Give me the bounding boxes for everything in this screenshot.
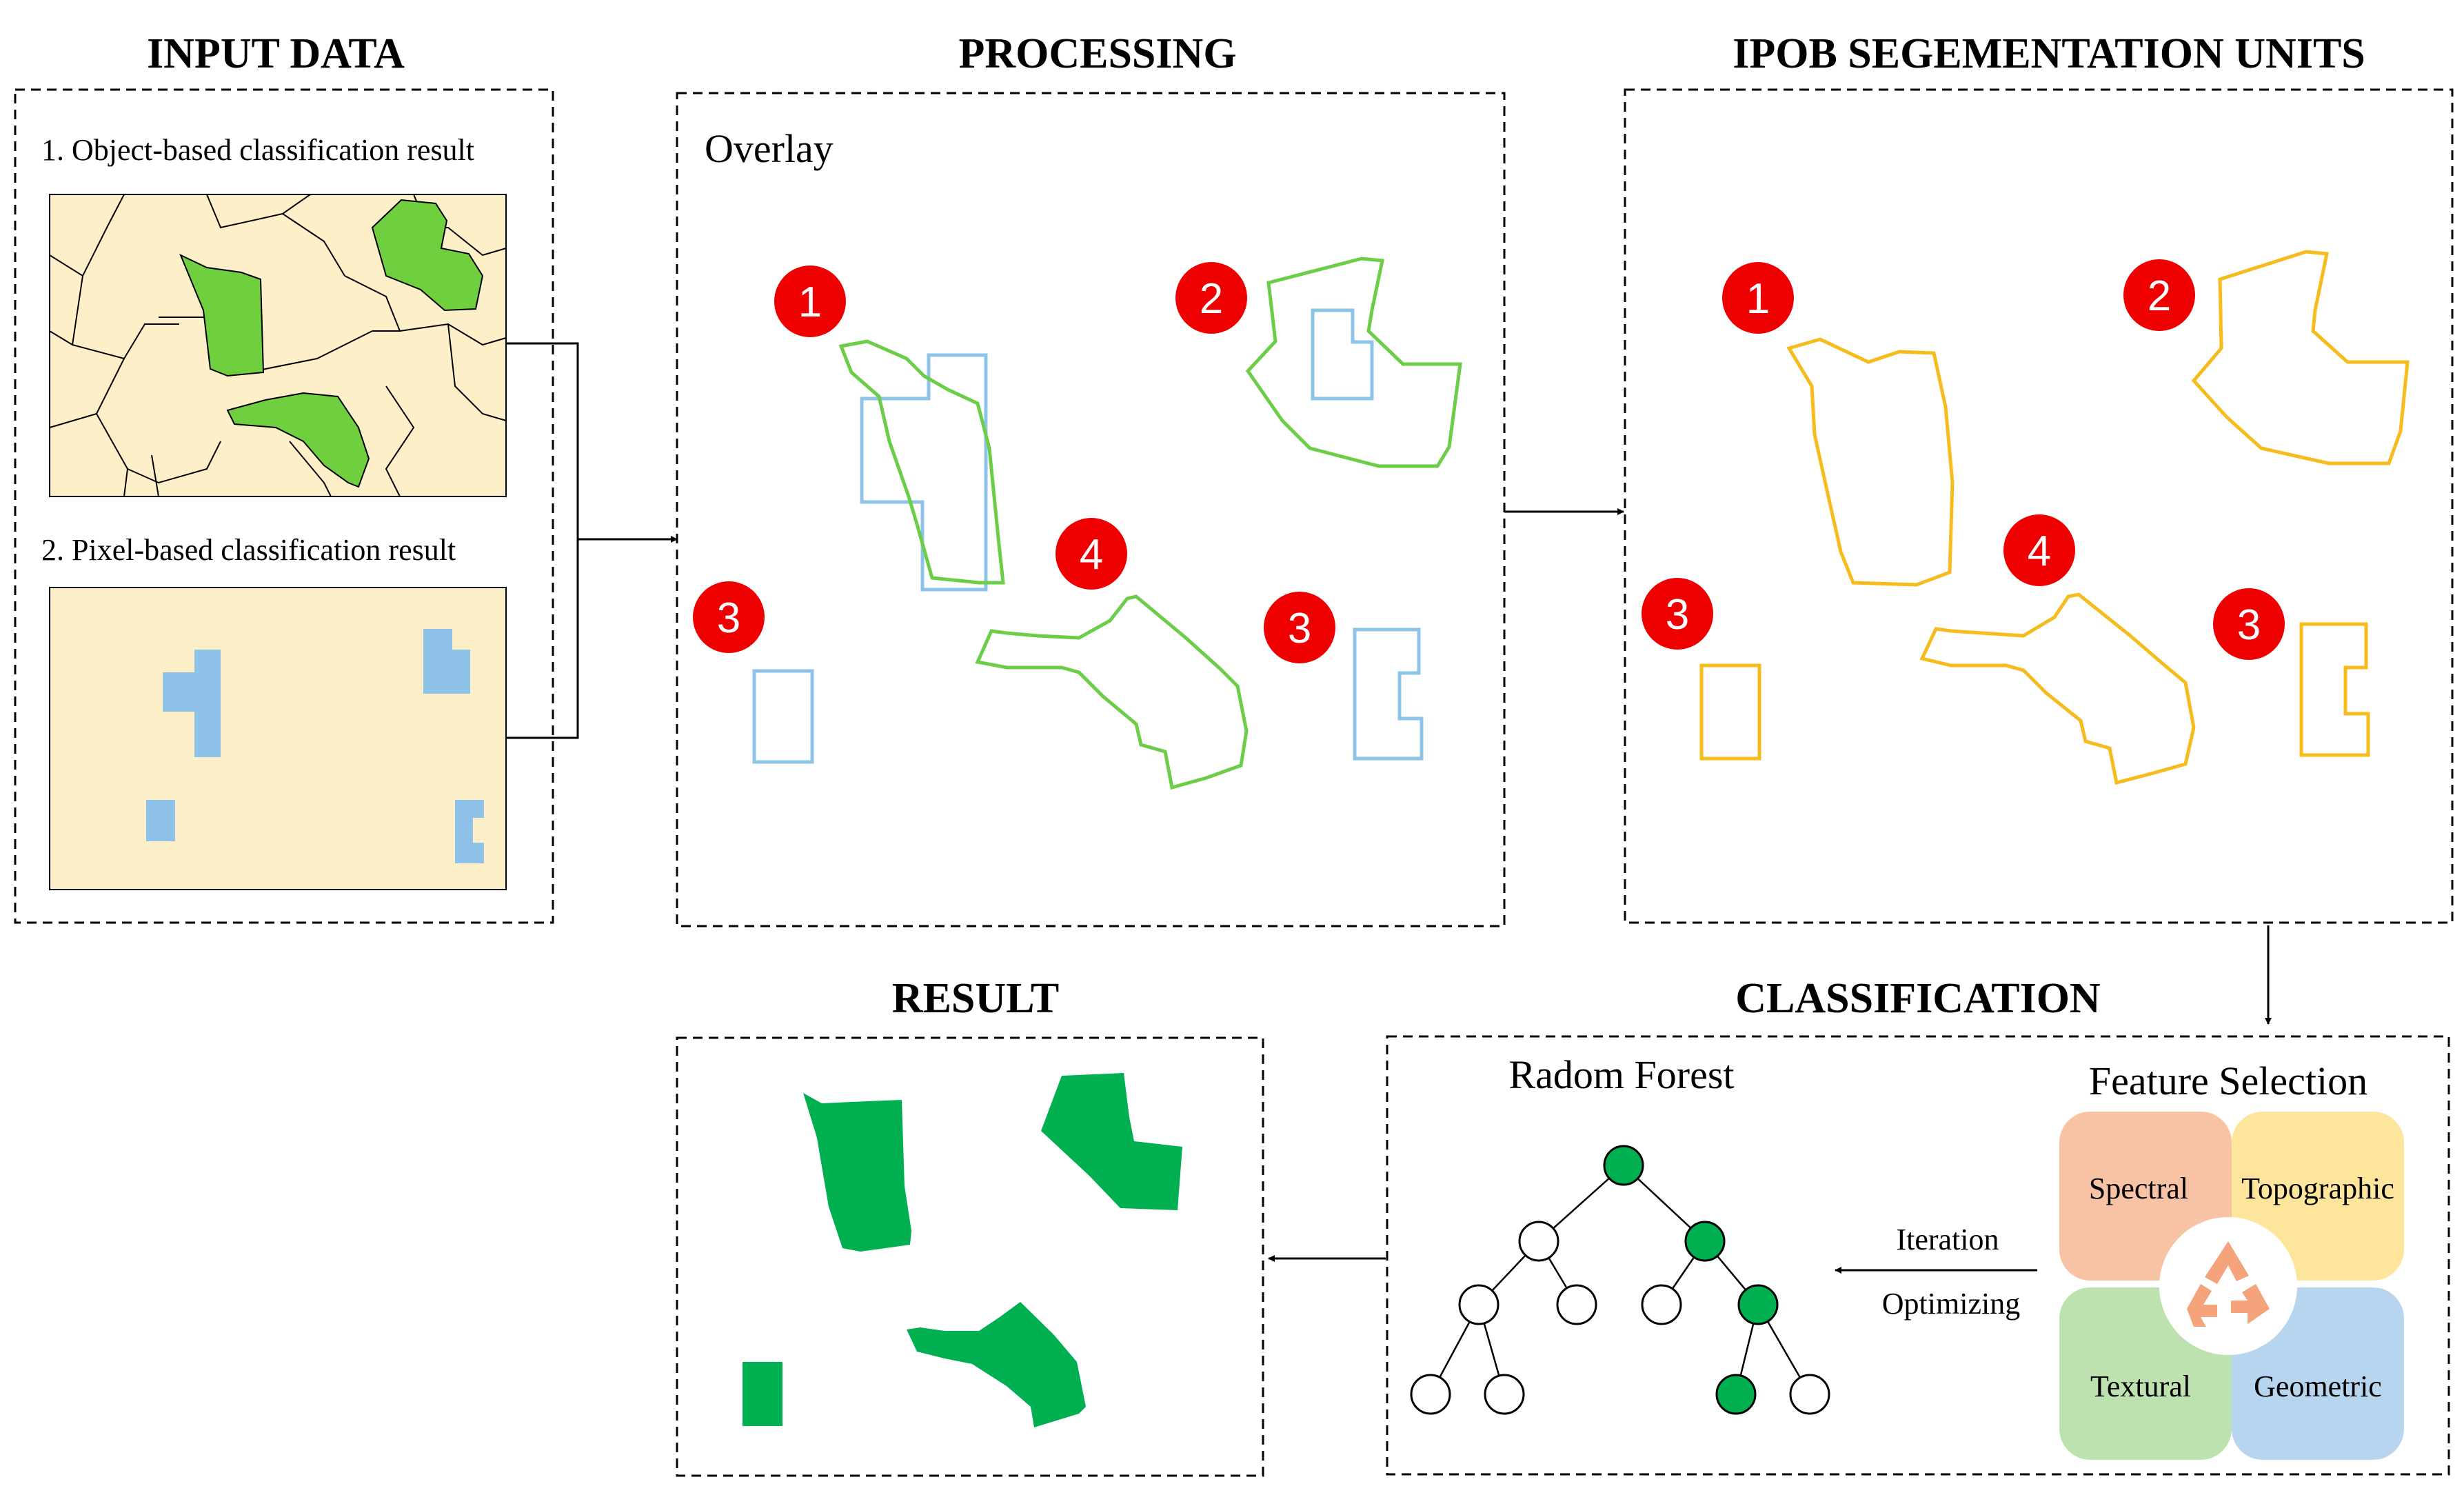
optimizing-label: Optimizing: [1882, 1287, 2020, 1321]
classification-heading: CLASSIFICATION: [1735, 975, 2100, 1022]
svg-text:2: 2: [1200, 275, 1223, 323]
svg-text:3: 3: [717, 594, 740, 642]
topographic-label: Topographic: [2241, 1172, 2394, 1205]
svg-text:3: 3: [1666, 591, 1689, 639]
result-heading: RESULT: [892, 975, 1059, 1022]
iteration-label: Iteration: [1896, 1223, 1999, 1256]
ipob-section: IPOB SEGEMENTATION UNITS 1 2 3 4 3: [1624, 30, 2454, 1025]
ipob-badge-1: 1: [1722, 262, 1794, 334]
processing-badge-2: 2: [1175, 262, 1247, 334]
pixel-based-map: [49, 587, 507, 890]
input-data-frame: [14, 88, 554, 924]
processing-badge-1: 1: [774, 265, 846, 337]
processing-badge-3-left: 3: [693, 581, 765, 653]
classification-frame: [1386, 1035, 2450, 1476]
overlay-label: Overlay: [705, 126, 834, 171]
input-data-heading: INPUT DATA: [147, 30, 405, 77]
processing-badge-4: 4: [1056, 518, 1127, 590]
svg-text:1: 1: [1746, 275, 1770, 323]
classification-section: CLASSIFICATION Radom Forest Feature Sele…: [1386, 975, 2450, 1476]
random-forest-title: Radom Forest: [1508, 1052, 1734, 1097]
ipob-badge-4: 4: [2003, 514, 2075, 586]
svg-text:2: 2: [2148, 272, 2171, 320]
pixel-result-label: 2. Pixel-based classification result: [41, 533, 456, 567]
feature-selection-grid: Spectral Topographic Textural Geometric: [2059, 1112, 2404, 1460]
ipob-badge-3-left: 3: [1642, 578, 1713, 650]
processing-section: PROCESSING Overlay 1 2 3: [676, 30, 1624, 927]
feature-selection-title: Feature Selection: [2089, 1058, 2367, 1103]
object-result-label: 1. Object-based classification result: [41, 133, 474, 167]
ipob-badge-3-right: 3: [2213, 588, 2285, 660]
geometric-label: Geometric: [2254, 1369, 2382, 1403]
svg-text:3: 3: [2237, 601, 2261, 649]
svg-text:3: 3: [1288, 605, 1311, 652]
result-frame: [676, 1036, 1264, 1477]
svg-text:4: 4: [1080, 531, 1103, 579]
processing-badge-3-right: 3: [1264, 592, 1335, 663]
recycle-icon: [2159, 1217, 2297, 1355]
ipob-badge-2: 2: [2123, 259, 2195, 331]
object-based-map: [49, 194, 507, 497]
result-section: RESULT: [676, 975, 1386, 1477]
processing-frame: [676, 92, 1506, 927]
ipob-frame: [1624, 88, 2454, 924]
svg-text:1: 1: [798, 279, 822, 326]
ipob-heading: IPOB SEGEMENTATION UNITS: [1733, 30, 2365, 77]
svg-text:4: 4: [2028, 528, 2051, 575]
textural-label: Textural: [2090, 1369, 2191, 1403]
spectral-label: Spectral: [2089, 1172, 2188, 1205]
random-forest-tree: [1410, 1145, 1830, 1415]
processing-heading: PROCESSING: [958, 30, 1236, 77]
input-data-section: INPUT DATA 1. Object-based classificatio…: [14, 30, 678, 924]
